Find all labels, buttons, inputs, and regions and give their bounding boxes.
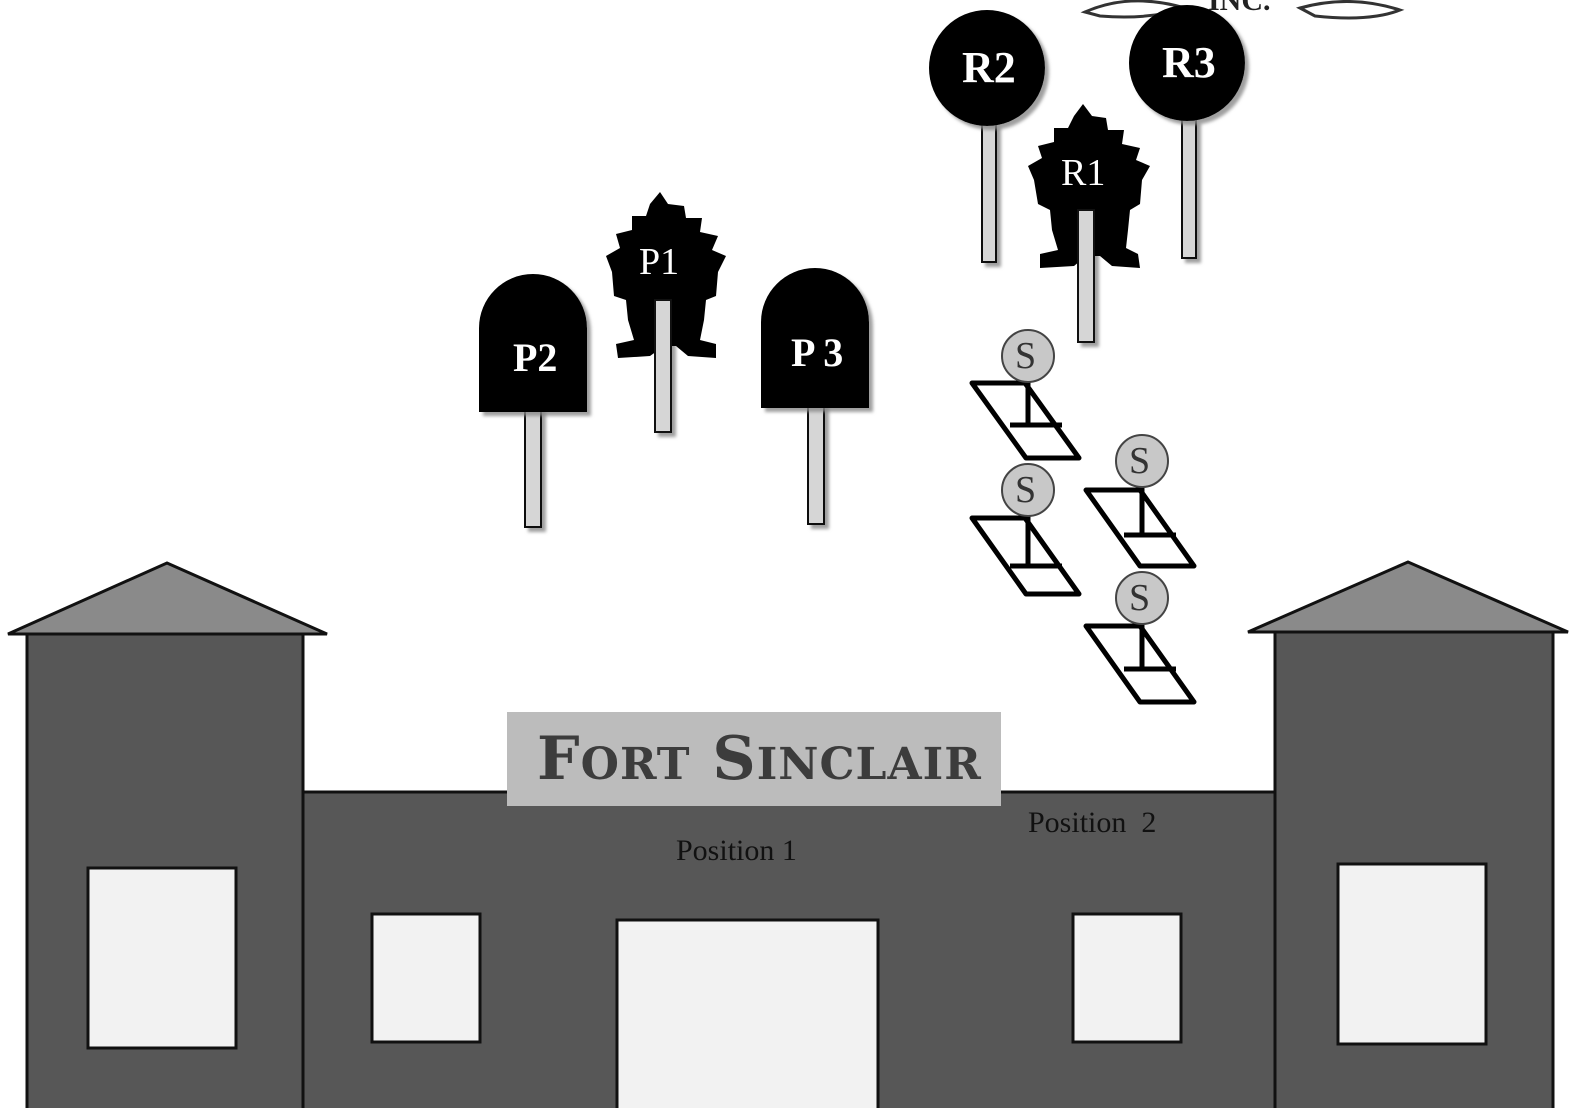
station-label: S (1129, 440, 1151, 482)
fort-sign-text: FORT SINCLAIR (507, 712, 1001, 806)
station-label: S (1015, 335, 1037, 377)
fort-building (7, 560, 1569, 1108)
station-label: S (1015, 469, 1037, 511)
left-roof (7, 561, 328, 636)
marker-label-r1: R1 (1061, 152, 1106, 194)
position-1-label: Position 1 (676, 834, 797, 867)
sign-initial: F (537, 724, 581, 794)
marker-label-p2: P2 (513, 335, 558, 380)
window (370, 912, 482, 1044)
station-label: S (1129, 577, 1151, 619)
marker-label-r3: R3 (1162, 38, 1216, 87)
logo-text: INC. (1208, 0, 1271, 17)
marker-r2 (929, 10, 1045, 126)
station-3 (1083, 434, 1197, 569)
marker-label-p1: P1 (639, 241, 680, 283)
sign-rest: INCLAIR (756, 739, 982, 790)
sign-initial: S (712, 724, 757, 794)
position-2-label: Position 2 (1028, 806, 1157, 839)
gate (615, 918, 880, 1108)
fort-sign-panel (507, 712, 1001, 806)
right-roof (1247, 560, 1569, 634)
window (1071, 912, 1183, 1044)
station-2 (969, 463, 1082, 597)
window (1336, 862, 1488, 1046)
marker-label-r2: R2 (962, 43, 1016, 92)
marker-r3 (1129, 5, 1245, 121)
window (86, 866, 238, 1050)
sign-rest: ORT (580, 739, 691, 790)
marker-r1 (1028, 104, 1150, 343)
station-4 (1083, 571, 1197, 705)
station-1 (969, 329, 1082, 461)
marker-p2 (479, 274, 587, 412)
marker-p1 (606, 192, 726, 433)
marker-p3 (761, 268, 869, 408)
marker-label-p3: P 3 (791, 330, 844, 375)
